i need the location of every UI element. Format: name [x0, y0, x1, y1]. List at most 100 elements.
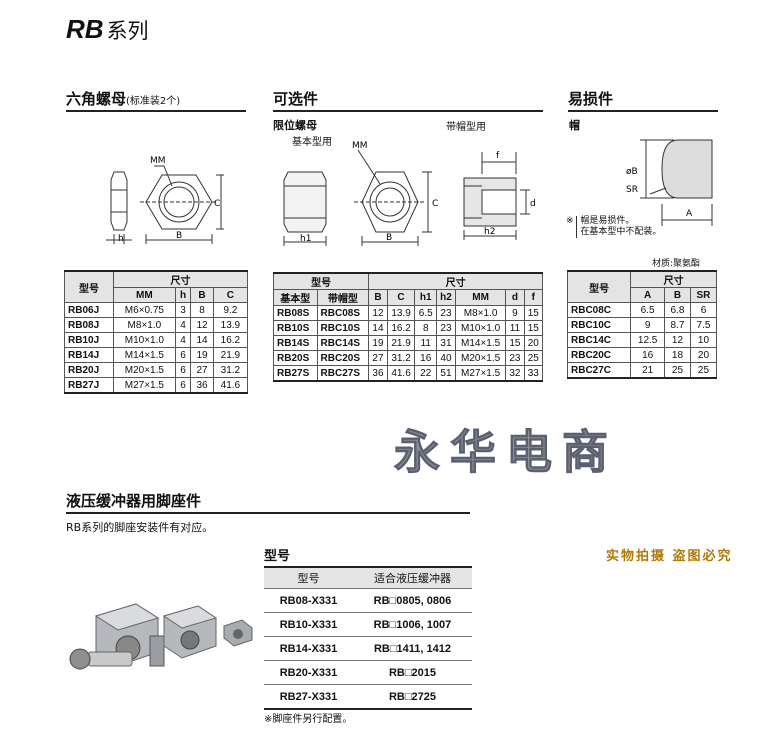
hex-c-label: C [214, 199, 220, 209]
col-cap: 带帽型 [316, 289, 370, 306]
table-cell: 6 [174, 347, 192, 363]
table-cell: M20×1.5 [113, 362, 176, 378]
table-cell: 20 [523, 335, 544, 351]
bracket-footnote: ※脚座件另行配置。 [264, 714, 353, 725]
opt-mm-label: MM [352, 141, 368, 151]
table-cell: 8.7 [663, 317, 691, 333]
table-cell: M27×1.5 [454, 365, 507, 382]
table-header-cell: SR [689, 287, 718, 303]
table-cell: 10 [689, 332, 718, 348]
table-cell: 19 [368, 335, 388, 351]
table-cell: M6×0.75 [113, 302, 176, 318]
table-header-cell: h1 [414, 289, 437, 306]
table-cell: 13.9 [386, 305, 416, 321]
table-cell: RB27-X331 [264, 684, 353, 710]
bracket-photo [69, 603, 253, 670]
opt-b-label: B [386, 233, 392, 243]
cap-a-label: A [686, 209, 693, 219]
table-cell: RB14S [273, 335, 318, 351]
table-cell: RBC08S [316, 305, 370, 321]
hex-mm-label: MM [150, 156, 166, 166]
table-header-cell: C [386, 289, 416, 306]
hex-nut-note: (标准装2个) [126, 96, 181, 107]
table-cell: M8×1.0 [454, 305, 507, 321]
table-cell: M10×1.0 [113, 332, 176, 348]
bracket-model-heading: 型号 [264, 549, 291, 564]
table-cell: 16.2 [212, 332, 249, 348]
table-cell: 23 [435, 320, 456, 336]
cap-note: ※ 帽是易损件。 在基本型中不配装。 [566, 216, 661, 238]
table-cell: RB10J [64, 332, 114, 348]
table-cell: RB20-X331 [264, 660, 353, 685]
table-cell: RB10S [273, 320, 318, 336]
table-cell: 20 [689, 347, 718, 363]
cap-label: 帽 [569, 119, 580, 132]
table-cell: RBC27S [316, 365, 370, 382]
table-cell: 15 [505, 335, 525, 351]
watermark: 永华电商 [394, 425, 618, 480]
table-cell: RB08J [64, 317, 114, 333]
table-cell: 6.5 [630, 302, 665, 318]
table-cell: 18 [663, 347, 691, 363]
col-b: B [190, 287, 214, 303]
table-cell: 9 [505, 305, 525, 321]
table-cell: RBC10S [316, 320, 370, 336]
table-cell: 41.6 [212, 377, 249, 394]
table-cell: M27×1.5 [113, 377, 176, 394]
table-cell: RB□1411, 1412 [352, 636, 472, 661]
table-cell: 8 [414, 320, 437, 336]
table-cell: RB08S [273, 305, 318, 321]
table-cell: 41.6 [386, 365, 416, 382]
table-cell: 33 [523, 365, 544, 382]
table-header-cell: f [523, 289, 544, 306]
table-cell: 15 [523, 305, 544, 321]
table-cell: 27 [368, 350, 388, 366]
opt-h2-label: h2 [484, 227, 495, 237]
opt-f-label: f [496, 151, 500, 161]
table-cell: M14×1.5 [113, 347, 176, 363]
opt-head-model: 型号 [272, 272, 370, 290]
table-cell: 16 [630, 347, 665, 363]
table-cell: RBC20C [566, 347, 632, 363]
stopper-nut-label: 限位螺母 [273, 119, 317, 132]
bracket-head-model: 型号 [264, 566, 353, 589]
hex-nut-drawing: MM h B C [106, 156, 224, 244]
cap-sr-label: SR [626, 185, 638, 195]
table-cell: RB20J [64, 362, 114, 378]
table-header-cell: B [663, 287, 691, 303]
table-cell: 7.5 [689, 317, 718, 333]
table-cell: RB□0805, 0806 [352, 588, 472, 613]
table-cell: 12 [368, 305, 388, 321]
photo-stamp: 实物拍摄 盗图必究 [606, 549, 733, 564]
table-cell: 4 [174, 317, 192, 333]
opt-h1-label: h1 [300, 234, 311, 244]
table-cell: M10×1.0 [454, 320, 507, 336]
cap-type-label: 带帽型用 [446, 122, 486, 133]
note-mark: ※ [566, 216, 574, 226]
table-cell: 23 [435, 305, 456, 321]
table-cell: 14 [190, 332, 214, 348]
table-cell: 3 [174, 302, 192, 318]
stopper-nut-drawing: MM h1 B C f h2 d [283, 141, 536, 246]
table-cell: 36 [368, 365, 388, 382]
table-header-cell: d [505, 289, 525, 306]
